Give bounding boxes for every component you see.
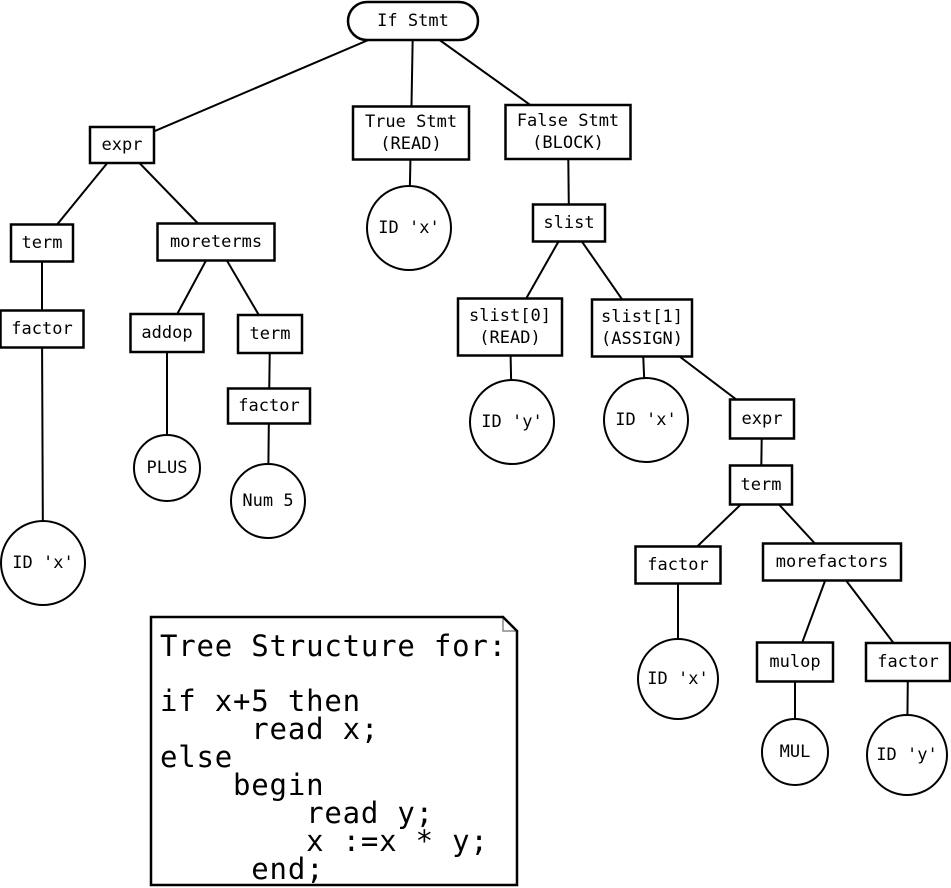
node-label-false-stmt-line1: (BLOCK) bbox=[532, 133, 604, 153]
node-num-5 bbox=[230, 463, 306, 539]
node-label-slist-0-line0: slist[0] bbox=[469, 306, 551, 326]
node-label-true-stmt-line0: True Stmt bbox=[365, 112, 457, 132]
node-if-stmt bbox=[346, 0, 480, 42]
node-label-slist-1-line1: (ASSIGN) bbox=[601, 329, 683, 349]
node-mul bbox=[761, 718, 829, 786]
node-addop bbox=[129, 312, 205, 354]
node-label-if-stmt: If Stmt bbox=[377, 11, 449, 31]
node-term-right bbox=[728, 464, 794, 506]
node-slist bbox=[531, 203, 607, 243]
node-term-left2 bbox=[236, 313, 304, 355]
node-moreterms bbox=[156, 222, 276, 262]
node-factor-left2 bbox=[226, 387, 312, 425]
node-label-expr-left: expr bbox=[102, 135, 143, 155]
node-expr-right bbox=[728, 398, 796, 440]
node-label-false-stmt-line0: False Stmt bbox=[517, 111, 619, 131]
node-label-term-left2: term bbox=[250, 324, 291, 344]
node-label-id-y-1: ID 'y' bbox=[481, 412, 542, 432]
node-label-moreterms: moreterms bbox=[170, 232, 262, 252]
node-slist-0 bbox=[456, 297, 564, 357]
note-title: Tree Structure for: bbox=[160, 629, 507, 663]
node-label-plus: PLUS bbox=[147, 458, 188, 478]
node-factor-right2 bbox=[864, 641, 951, 683]
node-true-stmt bbox=[351, 105, 471, 161]
node-mulop bbox=[755, 641, 835, 683]
node-label-mul: MUL bbox=[780, 742, 811, 762]
node-label-factor-right2: factor bbox=[877, 652, 938, 672]
node-factor-right bbox=[634, 545, 722, 585]
node-label-term-right: term bbox=[741, 475, 782, 495]
node-plus bbox=[133, 434, 201, 502]
node-label-morefactors: morefactors bbox=[776, 552, 889, 572]
edge-if-stmt-expr-left bbox=[121, 20, 414, 146]
node-slist-1 bbox=[590, 298, 694, 358]
node-label-id-x-2: ID 'x' bbox=[378, 218, 439, 238]
node-label-mulop: mulop bbox=[769, 652, 820, 672]
node-label-factor-right: factor bbox=[647, 555, 708, 575]
node-label-expr-right: expr bbox=[742, 409, 783, 429]
node-label-id-x-4: ID 'x' bbox=[647, 669, 708, 689]
node-id-y-2 bbox=[866, 714, 948, 796]
note-code-text: if x+5 then read x; else begin read y; x… bbox=[160, 684, 489, 886]
node-term-left bbox=[9, 223, 75, 263]
node-label-true-stmt-line1: (READ) bbox=[380, 134, 441, 154]
node-label-factor-left2: factor bbox=[238, 396, 299, 416]
node-label-id-x-3: ID 'x' bbox=[615, 410, 676, 430]
node-label-addop: addop bbox=[141, 323, 192, 343]
node-label-term-left: term bbox=[22, 233, 63, 253]
node-label-slist: slist bbox=[543, 213, 594, 233]
node-expr-left bbox=[88, 125, 156, 165]
node-label-id-x-1: ID 'x' bbox=[12, 553, 73, 573]
node-id-y-1 bbox=[469, 379, 555, 465]
node-label-slist-1-line0: slist[1] bbox=[601, 307, 683, 327]
node-factor-left bbox=[0, 309, 85, 349]
node-false-stmt bbox=[504, 103, 632, 161]
node-label-id-y-2: ID 'y' bbox=[876, 745, 937, 765]
node-id-x-4 bbox=[637, 638, 719, 720]
node-id-x-3 bbox=[603, 377, 689, 463]
note-outline bbox=[149, 615, 519, 887]
node-label-slist-0-line1: (READ) bbox=[479, 328, 540, 348]
node-label-factor-left: factor bbox=[11, 319, 72, 339]
node-id-x-2 bbox=[366, 185, 452, 271]
node-morefactors bbox=[761, 542, 903, 582]
node-label-num-5: Num 5 bbox=[242, 491, 293, 511]
node-id-x-1 bbox=[0, 520, 86, 606]
